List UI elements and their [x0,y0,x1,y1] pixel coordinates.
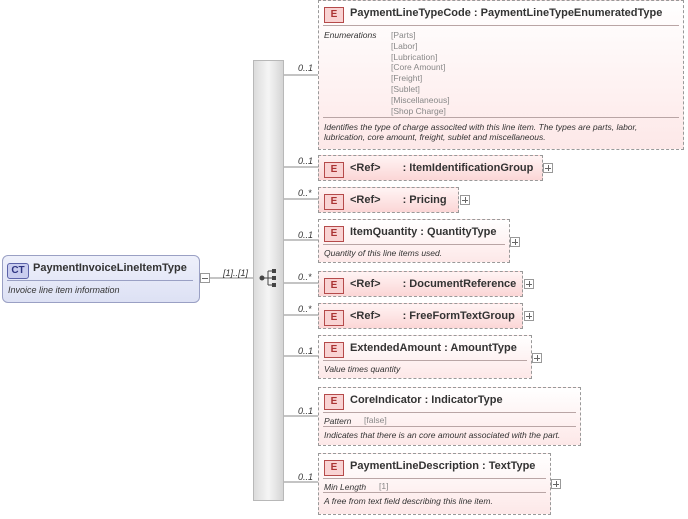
facet-value: [1] [379,481,389,491]
divider [323,360,527,361]
facet-label: Enumerations [324,30,377,40]
divider [323,478,546,479]
element-name: <Ref>: ItemIdentificationGroup [350,162,534,174]
element-name: <Ref>: DocumentReference [350,278,517,290]
element-badge: E [324,226,344,242]
occurrence-label: 0..1 [298,63,314,73]
element-name: <Ref>: FreeFormTextGroup [350,310,515,322]
divider [323,412,576,413]
element-badge: E [324,278,344,294]
divider [323,244,505,245]
element-badge: E [324,194,344,210]
element-payment-line-type-code[interactable]: E PaymentLineTypeCode : PaymentLineTypeE… [318,0,684,150]
divider [7,280,193,281]
element-ref-free-form-text-group[interactable]: E <Ref>: FreeFormTextGroup [318,303,523,329]
occurrence-label: 0..1 [298,230,314,240]
element-name: CoreIndicator : IndicatorType [350,394,503,406]
expand-icon[interactable] [510,237,520,247]
element-doc: Value times quantity [324,364,401,374]
element-badge: E [324,310,344,326]
expand-icon[interactable] [524,311,534,321]
facet-value: [false] [364,415,387,425]
occurrence-label: 0..1 [298,346,314,356]
expand-icon[interactable] [524,279,534,289]
element-name: <Ref>: Pricing [350,194,447,206]
element-name: ExtendedAmount : AmountType [350,342,517,354]
element-core-indicator[interactable]: E CoreIndicator : IndicatorType Pattern … [318,387,581,446]
element-ref-item-identification-group[interactable]: E <Ref>: ItemIdentificationGroup [318,155,543,181]
element-ref-document-reference[interactable]: E <Ref>: DocumentReference [318,271,523,297]
element-payment-line-description[interactable]: E PaymentLineDescription : TextType Min … [318,453,551,515]
occurrence-label: 0..1 [298,472,314,482]
expand-icon[interactable] [532,353,542,363]
element-ref-pricing[interactable]: E <Ref>: Pricing [318,187,459,213]
occurrence-label: 0..* [298,188,312,198]
sequence-icon[interactable] [259,268,279,288]
element-name: PaymentLineDescription : TextType [350,460,536,472]
element-doc: Quantity of this line items used. [324,248,443,258]
element-badge: E [324,7,344,23]
expand-icon[interactable] [543,163,553,173]
element-name: ItemQuantity : QuantityType [350,226,497,238]
facet-values: [Parts] [Labor] [Lubrication] [Core Amou… [391,30,450,116]
facet-label: Pattern [324,416,352,426]
collapse-icon[interactable] [200,273,210,283]
divider [323,426,576,427]
divider [323,25,679,26]
expand-icon[interactable] [460,195,470,205]
complex-type-cardinality: [1]..[1] [223,268,249,278]
complex-type-name: PaymentInvoiceLineItemType [33,262,187,274]
divider [323,492,546,493]
occurrence-label: 0..* [298,272,312,282]
element-badge: E [324,460,344,476]
complex-type-doc: Invoice line item information [8,285,120,295]
element-item-quantity[interactable]: E ItemQuantity : QuantityType Quantity o… [318,219,510,263]
element-doc: A free from text field describing this l… [324,496,493,506]
facet-label: Min Length [324,482,367,492]
element-badge: E [324,394,344,410]
complex-type-badge: CT [7,263,29,279]
element-badge: E [324,342,344,358]
occurrence-label: 0..1 [298,406,314,416]
divider [323,117,679,118]
occurrence-label: 0..* [298,304,312,314]
element-name: PaymentLineTypeCode : PaymentLineTypeEnu… [350,7,663,19]
occurrence-label: 0..1 [298,156,314,166]
element-doc: Identifies the type of charge associted … [324,122,638,142]
expand-icon[interactable] [551,479,561,489]
element-extended-amount[interactable]: E ExtendedAmount : AmountType Value time… [318,335,532,379]
element-badge: E [324,162,344,178]
complex-type-box[interactable]: CT PaymentInvoiceLineItemType Invoice li… [2,255,200,303]
element-doc: Indicates that there is an core amount a… [324,430,561,440]
